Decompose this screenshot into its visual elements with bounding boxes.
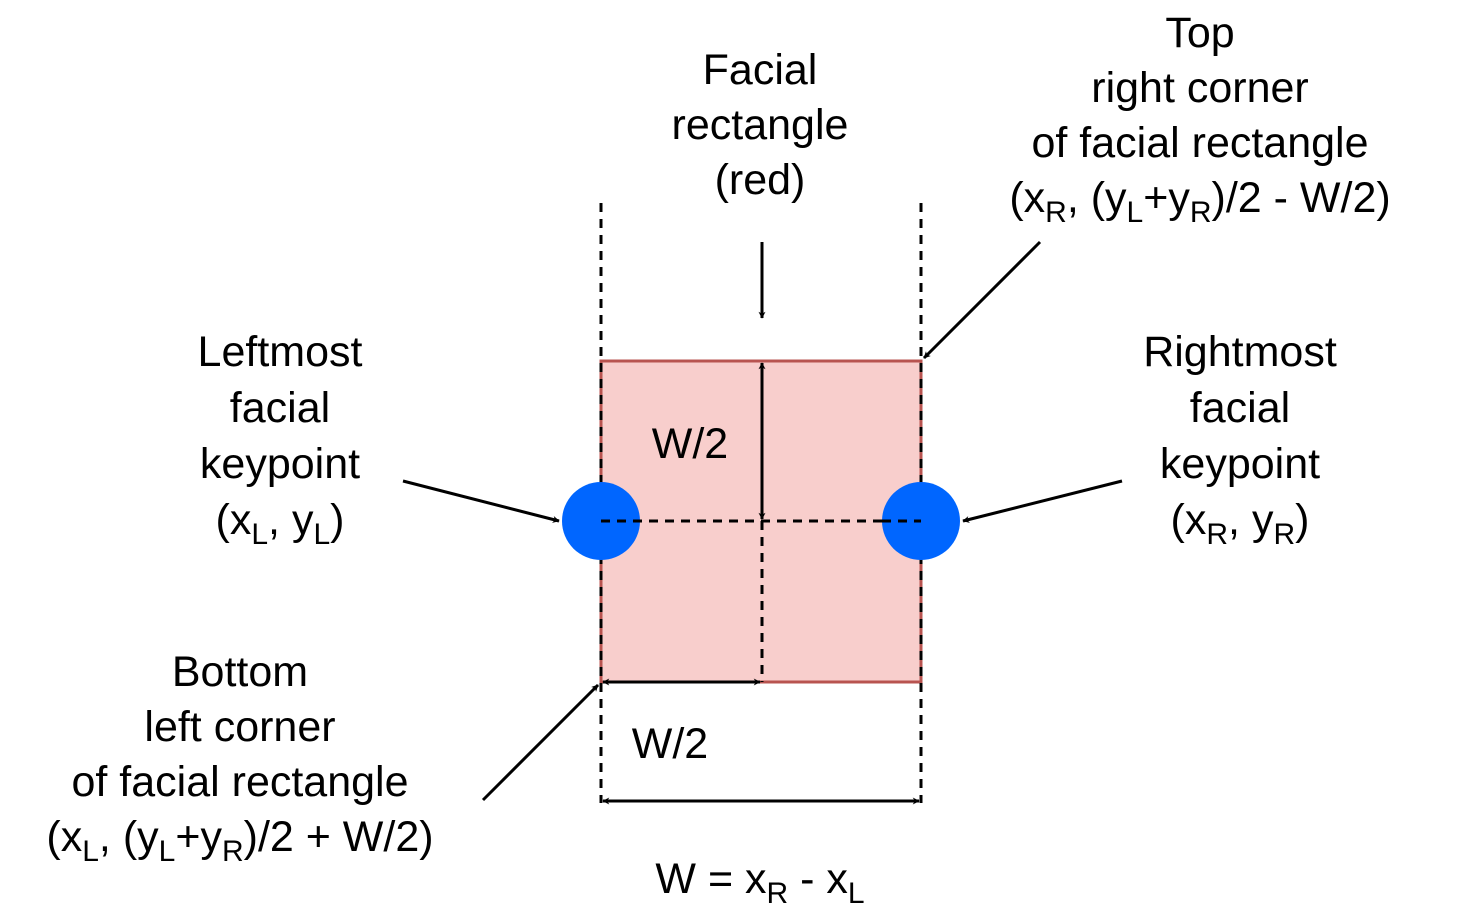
width-formula-label: W = xR - xL	[655, 855, 864, 910]
leftmost-keypoint-label: Leftmost facial keypoint (xL, yL)	[198, 328, 363, 551]
rightmost-line-3: keypoint	[1160, 440, 1320, 488]
top-right-line-1: Top	[1165, 9, 1234, 57]
top-right-line-2: right corner	[1091, 64, 1308, 112]
facial-rectangle-line-3: (red)	[715, 156, 806, 204]
facial-rectangle-line-2: rectangle	[672, 101, 849, 149]
half-width-vertical-label: W/2	[652, 420, 728, 468]
bottom-left-line-1: Bottom	[172, 648, 308, 696]
top-right-corner-label: Top right corner of facial rectangle (xR…	[1009, 9, 1390, 229]
leftmost-coordinate: (xL, yL)	[216, 496, 345, 551]
bottom-left-line-2: left corner	[144, 703, 335, 751]
facial-rectangle-label: Facial rectangle (red)	[672, 46, 849, 204]
top-right-line-3: of facial rectangle	[1031, 119, 1368, 167]
rightmost-pointer-arrow	[962, 479, 1123, 523]
rightmost-line-1: Rightmost	[1143, 328, 1337, 376]
bottom-left-line-3: of facial rectangle	[71, 758, 408, 806]
leftmost-pointer-arrow	[402, 479, 560, 523]
bottom-left-coordinate: (xL, (yL+yR)/2 + W/2)	[46, 813, 433, 868]
rightmost-line-2: facial	[1190, 384, 1290, 432]
top-right-pointer-arrow	[922, 240, 1042, 360]
leftmost-line-3: keypoint	[200, 440, 360, 488]
facial-rectangle-line-1: Facial	[703, 46, 818, 94]
rightmost-coordinate: (xR, yR)	[1171, 496, 1310, 551]
leftmost-line-1: Leftmost	[198, 328, 363, 376]
half-width-horizontal-label: W/2	[632, 720, 708, 768]
bottom-left-corner-label: Bottom left corner of facial rectangle (…	[46, 648, 433, 868]
rightmost-keypoint-label: Rightmost facial keypoint (xR, yR)	[1143, 328, 1337, 551]
leftmost-line-2: facial	[230, 384, 330, 432]
top-right-coordinate: (xR, (yL+yR)/2 - W/2)	[1009, 174, 1390, 229]
bottom-left-pointer-arrow	[481, 683, 600, 802]
